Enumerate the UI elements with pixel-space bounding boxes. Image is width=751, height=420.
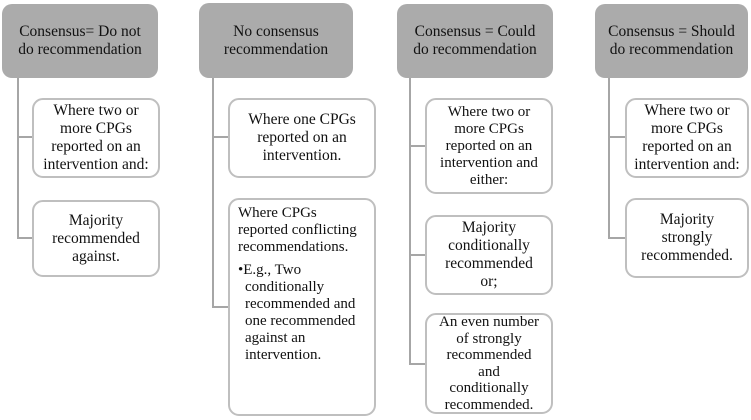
connector-line: [409, 254, 426, 256]
connector-line: [212, 78, 214, 308]
box-conflicting-example-bullet: •E.g., Two conditionally recommended and…: [238, 262, 356, 363]
connector-line: [17, 78, 19, 239]
header-consensus-do-not: Consensus= Do not do recommendation: [2, 4, 158, 78]
box-majority-against: Majority recommended against.: [32, 200, 160, 277]
box-majority-conditional: Majority conditionally recommended or;: [425, 215, 553, 295]
box-one-cpg: Where one CPGs reported on an interventi…: [228, 98, 376, 178]
box-majority-strong: Majority strongly recommended.: [625, 198, 749, 278]
connector-line: [608, 237, 626, 239]
box-should-do-criteria: Where two or more CPGs reported on an in…: [625, 98, 749, 178]
connector-line: [17, 237, 33, 239]
box-conflicting-recommendations: Where CPGs reported conflicting recommen…: [228, 198, 376, 416]
box-could-do-criteria: Where two or more CPGs reported on an in…: [425, 98, 553, 194]
connector-line: [409, 145, 426, 147]
box-conflicting-text: Where CPGs reported conflicting recommen…: [238, 205, 357, 255]
header-no-consensus: No consensus recommendation: [199, 3, 353, 78]
box-do-not-criteria: Where two or more CPGs reported on an in…: [32, 98, 160, 178]
box-even-number: An even number of strongly recommended a…: [425, 313, 553, 414]
header-consensus-should-do: Consensus = Should do recommendation: [595, 4, 748, 78]
connector-line: [608, 78, 610, 239]
connector-line: [409, 78, 411, 365]
connector-line: [212, 306, 229, 308]
header-consensus-could-do: Consensus = Could do recommendation: [397, 4, 553, 78]
connector-line: [409, 363, 426, 365]
connector-line: [608, 136, 626, 138]
connector-line: [17, 136, 33, 138]
connector-line: [212, 136, 229, 138]
